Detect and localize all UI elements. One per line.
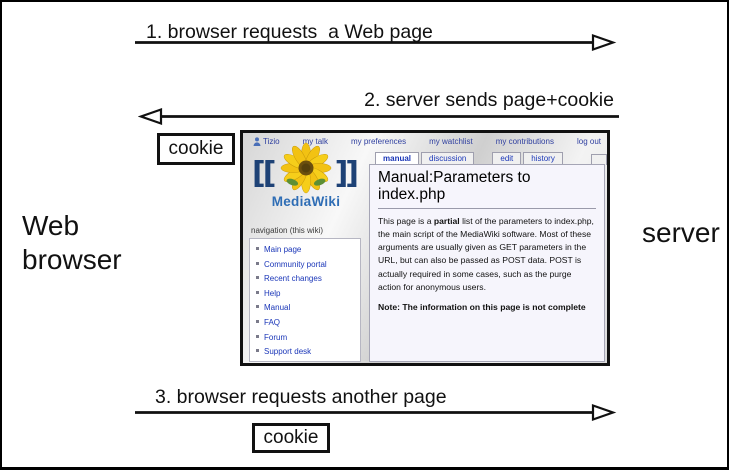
mediawiki-wordmark: MediaWiki — [271, 194, 341, 209]
tab-edit: edit — [492, 152, 522, 165]
tab-history: history — [523, 152, 563, 165]
cookie-box-bottom: cookie — [252, 423, 330, 453]
mediawiki-page-screenshot: Tizio my talk my preferences my watchlis… — [240, 130, 610, 366]
step2-label: 2. server sends page+cookie — [364, 89, 614, 111]
wiki-mytalk-link: my talk — [302, 137, 328, 146]
wiki-content-column: manual discussion edit history Manual:Pa… — [369, 150, 607, 363]
nav-item-faq: FAQ — [256, 316, 358, 331]
wiki-tabs: manual discussion edit history — [375, 152, 607, 165]
wiki-article: Manual:Parameters to index.php This page… — [369, 164, 605, 362]
wiki-sidebar: [[ ]] — [243, 142, 369, 363]
wiki-username: Tizio — [263, 137, 280, 146]
article-paragraph: This page is a partial list of the param… — [378, 215, 596, 294]
logo-bracket-left: [[ — [252, 156, 276, 191]
step1-arrow-right — [135, 33, 617, 52]
cookie-bottom-label: cookie — [263, 427, 319, 448]
cookie-top-label: cookie — [168, 138, 224, 159]
wiki-nav-header: navigation (this wiki) — [251, 226, 324, 235]
step1-label: 1. browser requests a Web page — [146, 21, 433, 43]
step3-label: 3. browser requests another page — [155, 386, 447, 408]
wiki-contributions-link: my contributions — [495, 137, 554, 146]
article-paragraph-rest: list of the parameters to index.php, the… — [378, 215, 594, 292]
article-note: Note: The information on this page is no… — [378, 302, 586, 313]
nav-item-manual: Manual — [256, 301, 358, 316]
mediawiki-logo: [[ ]] — [243, 142, 369, 216]
article-paragraph-bold: partial — [433, 215, 460, 226]
nav-item-recent-changes: Recent changes — [256, 272, 358, 287]
wiki-personal-bar: Tizio my talk my preferences my watchlis… — [243, 133, 607, 150]
actor-web-browser: Web browser — [22, 210, 122, 275]
nav-item-help: Help — [256, 287, 358, 302]
cookie-box-top: cookie — [157, 133, 235, 165]
article-paragraph-start: This page is a — [378, 215, 434, 226]
nav-item-main-page: Main page — [256, 243, 358, 258]
nav-item-forum: Forum — [256, 331, 358, 346]
wiki-main-area: [[ ]] — [243, 142, 607, 363]
tab-partial-stub — [591, 154, 607, 165]
tab-manual: manual — [375, 152, 420, 165]
user-icon — [253, 137, 261, 146]
nav-item-community-portal: Community portal — [256, 258, 358, 273]
sunflower-icon — [280, 142, 332, 194]
nav-item-support-desk: Support desk — [256, 345, 358, 360]
step3-arrow-right — [135, 403, 617, 422]
logo-bracket-right: ]] — [334, 156, 359, 191]
article-title: Manual:Parameters to index.php — [378, 169, 596, 209]
wiki-logout-link: log out — [576, 137, 601, 146]
wiki-watchlist-link: my watchlist — [429, 137, 473, 146]
step2-arrow-left — [138, 107, 619, 126]
wiki-nav-box: Main page Community portal Recent change… — [249, 238, 361, 362]
actor-server: server — [642, 217, 720, 248]
tab-discussion: discussion — [421, 152, 475, 165]
wiki-preferences-link: my preferences — [350, 137, 407, 146]
wiki-user-link: Tizio — [253, 137, 280, 146]
